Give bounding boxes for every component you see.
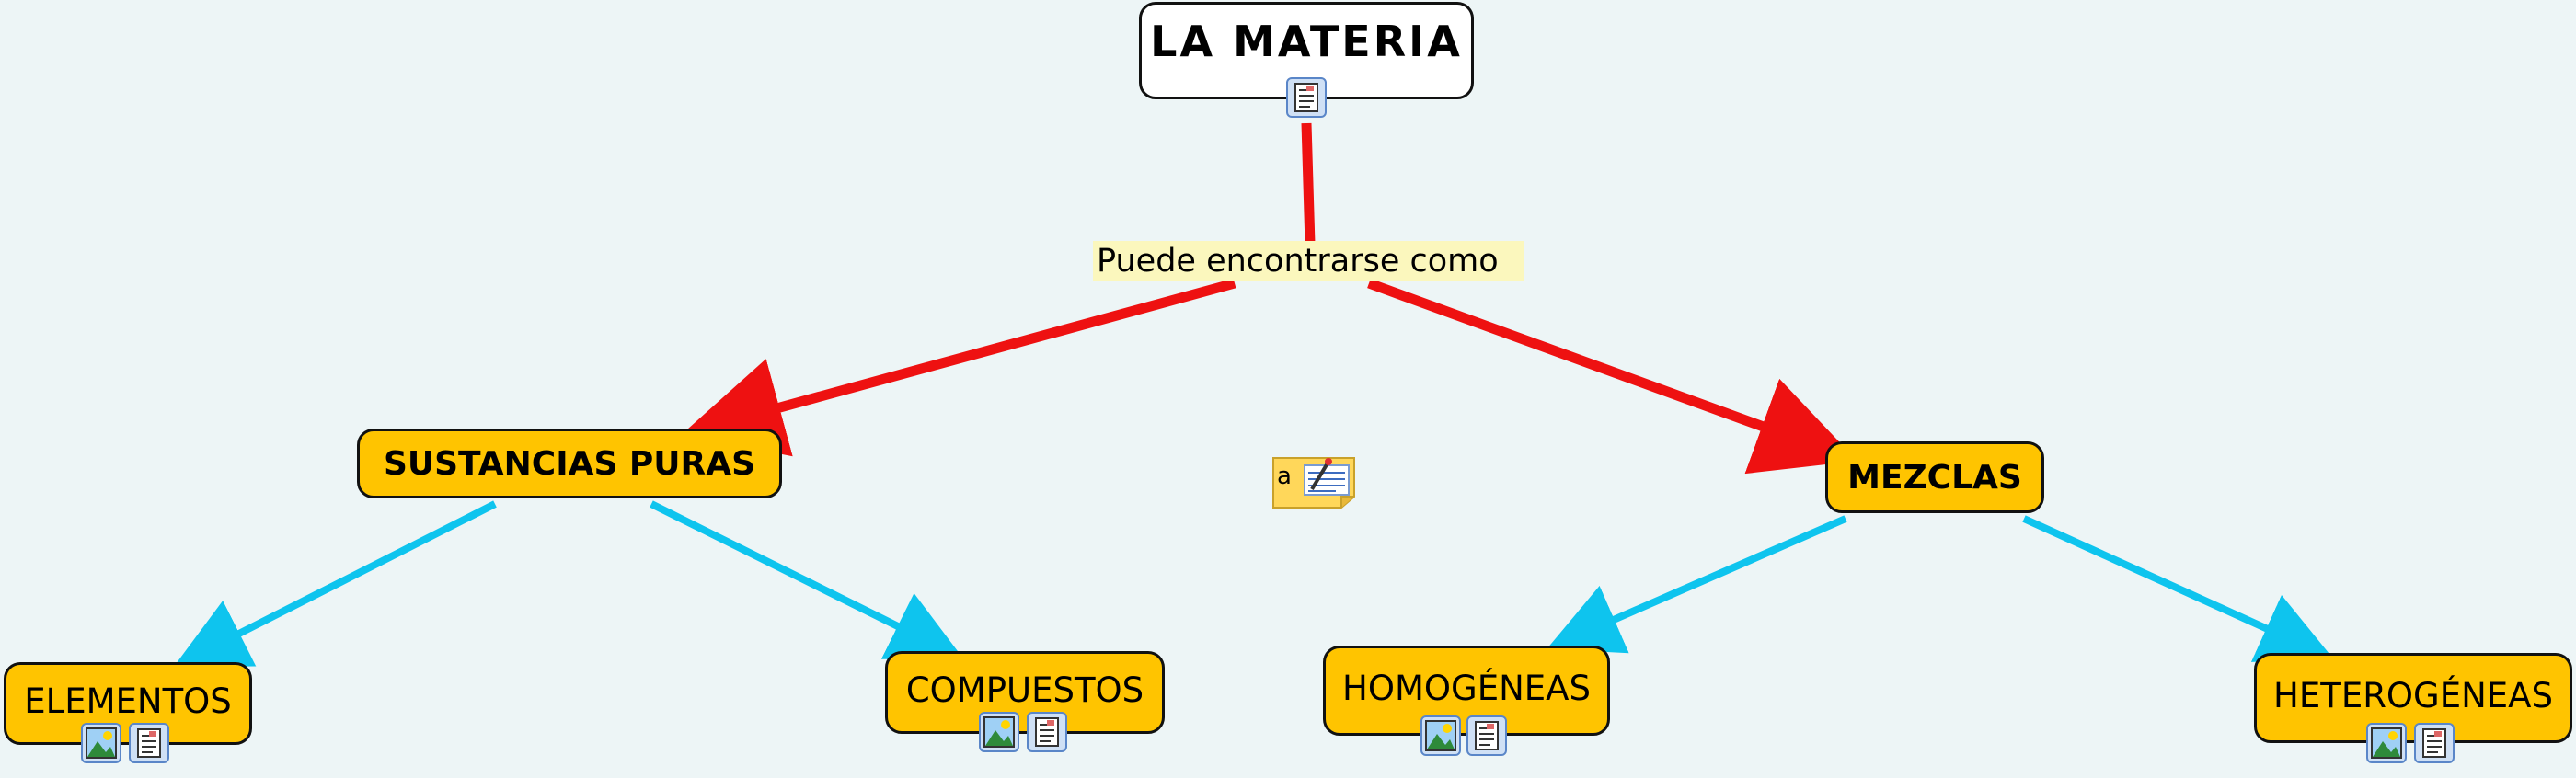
linking-phrase[interactable]: Puede encontrarse como <box>1093 241 1524 281</box>
concept-label: COMPUESTOS <box>905 669 1144 710</box>
image-icon[interactable] <box>2366 723 2407 763</box>
svg-text:a: a <box>1277 463 1292 490</box>
link-sustancias-to-compuestos[interactable] <box>650 500 964 659</box>
concept-label: SUSTANCIAS PURAS <box>383 444 756 483</box>
image-icon[interactable] <box>1420 715 1461 756</box>
document-icon[interactable] <box>1466 715 1507 756</box>
link-sustancias-to-elementos[interactable] <box>173 500 497 667</box>
image-icon[interactable] <box>81 723 121 763</box>
link-mezclas-to-homogeneas[interactable] <box>1547 515 1847 654</box>
concept-label: LA MATERIA <box>1150 17 1463 66</box>
document-icon[interactable] <box>2414 723 2455 763</box>
concept-compuestos[interactable]: COMPUESTOS <box>885 651 1165 734</box>
link-mezclas-to-heterogeneas[interactable] <box>2022 515 2334 662</box>
concept-sustancias-puras[interactable]: SUSTANCIAS PURAS <box>357 429 782 498</box>
concept-label: ELEMENTOS <box>24 681 232 721</box>
image-icon[interactable] <box>979 712 1019 752</box>
document-icon[interactable] <box>1027 712 1067 752</box>
concept-elementos[interactable]: ELEMENTOS <box>4 662 252 745</box>
concept-label: MEZCLAS <box>1847 458 2022 497</box>
concept-label: HETEROGÉNEAS <box>2273 675 2553 715</box>
link-root-to-phrase[interactable] <box>1301 122 1316 246</box>
concept-mezclas[interactable]: MEZCLAS <box>1825 441 2044 513</box>
document-icon[interactable] <box>129 723 169 763</box>
link-phrase-to-mezclas[interactable] <box>1367 278 1857 475</box>
concept-label: HOMOGÉNEAS <box>1342 668 1591 708</box>
link-phrase-to-sustancias[interactable] <box>682 278 1236 457</box>
concept-heterogeneas[interactable]: HETEROGÉNEAS <box>2254 653 2572 743</box>
document-icon[interactable] <box>1286 77 1327 118</box>
annotation-note-icon[interactable]: a <box>1271 456 1356 509</box>
